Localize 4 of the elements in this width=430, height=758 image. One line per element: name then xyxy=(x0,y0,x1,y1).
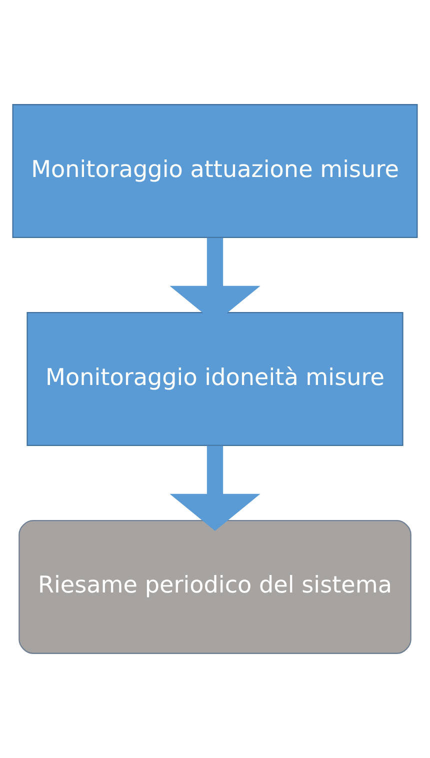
arrow xyxy=(170,446,260,531)
node-box: Monitoraggio attuazione misure xyxy=(12,104,418,238)
node-box: Riesame periodico del sistema xyxy=(18,520,412,654)
node-box: Monitoraggio idoneità misure xyxy=(26,312,404,446)
